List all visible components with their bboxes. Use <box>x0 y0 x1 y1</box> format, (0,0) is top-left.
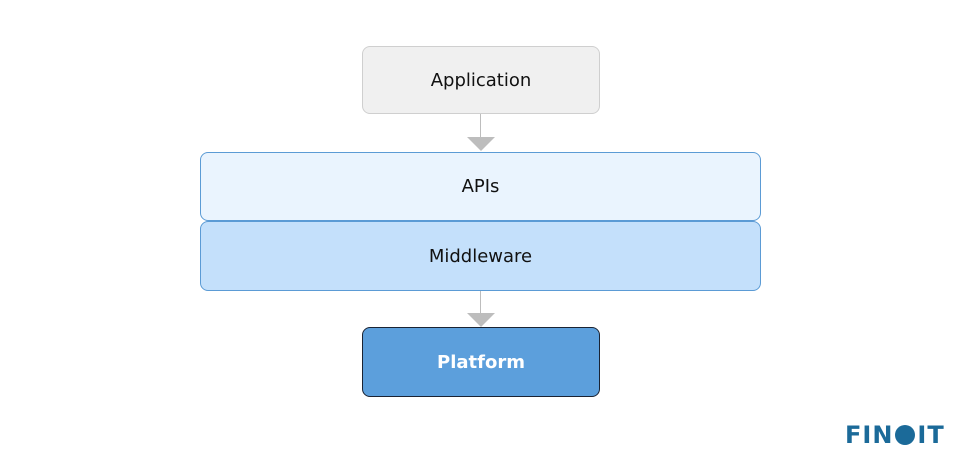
middleware-label: Middleware <box>428 245 533 267</box>
apis-label: APIs <box>461 176 500 197</box>
arrow-line <box>480 291 481 314</box>
platform-label: Platform <box>437 351 525 373</box>
logo-text: FIN <box>845 421 894 449</box>
arrow-head-icon <box>467 137 495 151</box>
platform-node: Platform <box>362 327 600 397</box>
logo-o-icon <box>895 425 916 445</box>
application-label: Application <box>430 69 532 91</box>
logo-text: IT <box>917 421 945 449</box>
arrow-head-icon <box>467 313 495 327</box>
middleware-node: Middleware <box>200 221 761 291</box>
arrow-line <box>480 114 481 138</box>
application-node: Application <box>362 46 600 114</box>
finoit-logo: FIN IT <box>845 421 945 449</box>
apis-node: APIs <box>200 152 761 221</box>
